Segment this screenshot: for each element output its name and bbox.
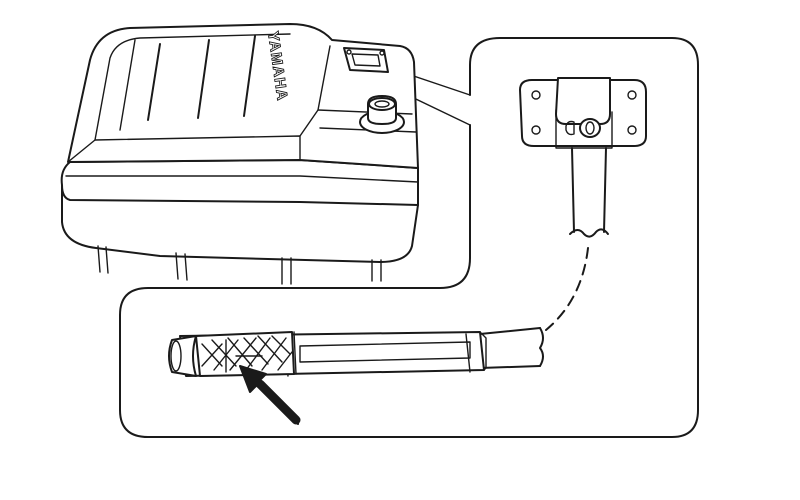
pointer-arrow-icon [239,365,301,425]
fuel-cap-icon [359,95,405,134]
fuel-gauge-flange-icon [519,77,647,149]
pickup-tube [545,147,609,331]
strainer-mesh [201,335,293,373]
fuel-filter-strainer-icon [168,327,544,377]
tank-gauge-flange-icon [343,47,389,73]
fuel-tank-icon: YAMAHA [60,23,419,285]
detail-callout-frame [119,37,699,438]
